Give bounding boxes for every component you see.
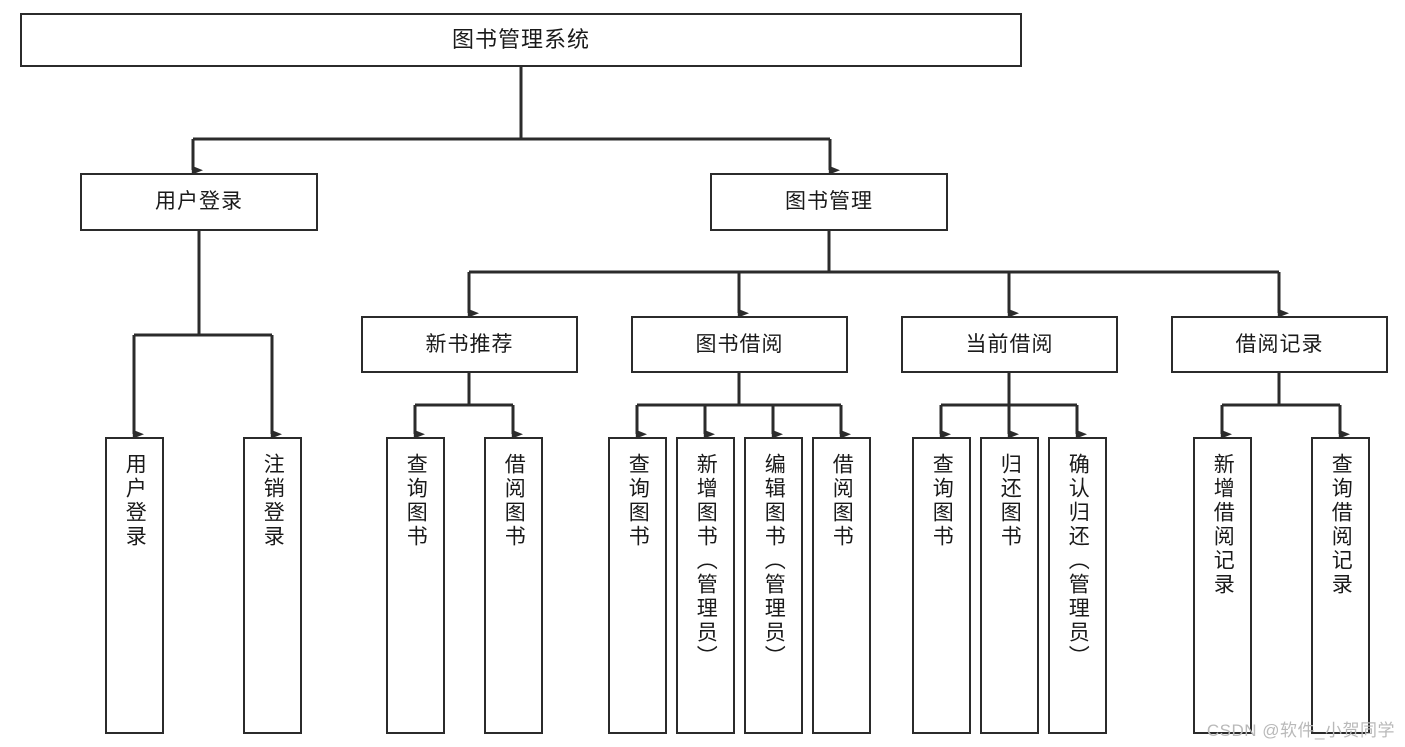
node-root-book-management-system[interactable]: 图书管理系统	[20, 13, 1022, 67]
leaf-confirm-return-admin[interactable]: 确认归还（管理员）	[1048, 437, 1107, 734]
node-label: 用户登录	[155, 190, 243, 214]
leaf-add-book-admin[interactable]: 新增图书（管理员）	[676, 437, 735, 734]
leaf-user-login[interactable]: 用户登录	[105, 437, 164, 734]
node-borrow-record[interactable]: 借阅记录	[1171, 316, 1388, 373]
leaf-edit-book-admin[interactable]: 编辑图书（管理员）	[744, 437, 803, 734]
node-label: 借阅图书	[502, 453, 526, 549]
leaf-add-borrow-record[interactable]: 新增借阅记录	[1193, 437, 1252, 734]
node-label: 新增图书（管理员）	[694, 453, 718, 669]
node-label: 新增借阅记录	[1211, 453, 1235, 597]
node-label: 归还图书	[998, 453, 1022, 549]
node-label: 新书推荐	[425, 332, 514, 356]
node-book-management[interactable]: 图书管理	[710, 173, 948, 231]
node-user-login[interactable]: 用户登录	[80, 173, 318, 231]
leaf-query-book-borrow[interactable]: 查询图书	[608, 437, 667, 734]
node-new-book-recommendation[interactable]: 新书推荐	[361, 316, 578, 373]
node-label: 注销登录	[261, 453, 285, 549]
node-label: 查询图书	[626, 453, 650, 549]
leaf-query-book-new-rec[interactable]: 查询图书	[386, 437, 445, 734]
node-label: 查询图书	[404, 453, 428, 549]
node-label: 编辑图书（管理员）	[762, 453, 786, 669]
node-label: 图书管理系统	[451, 26, 590, 52]
node-label: 用户登录	[123, 453, 147, 549]
csdn-watermark: CSDN @软件_小贺同学	[1206, 721, 1395, 740]
node-book-borrow[interactable]: 图书借阅	[631, 316, 848, 373]
leaf-logout[interactable]: 注销登录	[243, 437, 302, 734]
leaf-borrow-book-borrow[interactable]: 借阅图书	[812, 437, 871, 734]
leaf-query-borrow-record[interactable]: 查询借阅记录	[1311, 437, 1370, 734]
leaf-return-book[interactable]: 归还图书	[980, 437, 1039, 734]
node-label: 当前借阅	[965, 332, 1054, 356]
node-label: 查询借阅记录	[1329, 453, 1353, 597]
node-current-borrow[interactable]: 当前借阅	[901, 316, 1118, 373]
node-label: 确认归还（管理员）	[1066, 453, 1090, 669]
node-label: 借阅记录	[1235, 332, 1324, 356]
leaf-query-book-current[interactable]: 查询图书	[912, 437, 971, 734]
node-label: 查询图书	[930, 453, 954, 549]
node-label: 图书借阅	[695, 332, 784, 356]
node-label: 图书管理	[785, 190, 873, 214]
leaf-borrow-book-new-rec[interactable]: 借阅图书	[484, 437, 543, 734]
node-label: 借阅图书	[830, 453, 854, 549]
